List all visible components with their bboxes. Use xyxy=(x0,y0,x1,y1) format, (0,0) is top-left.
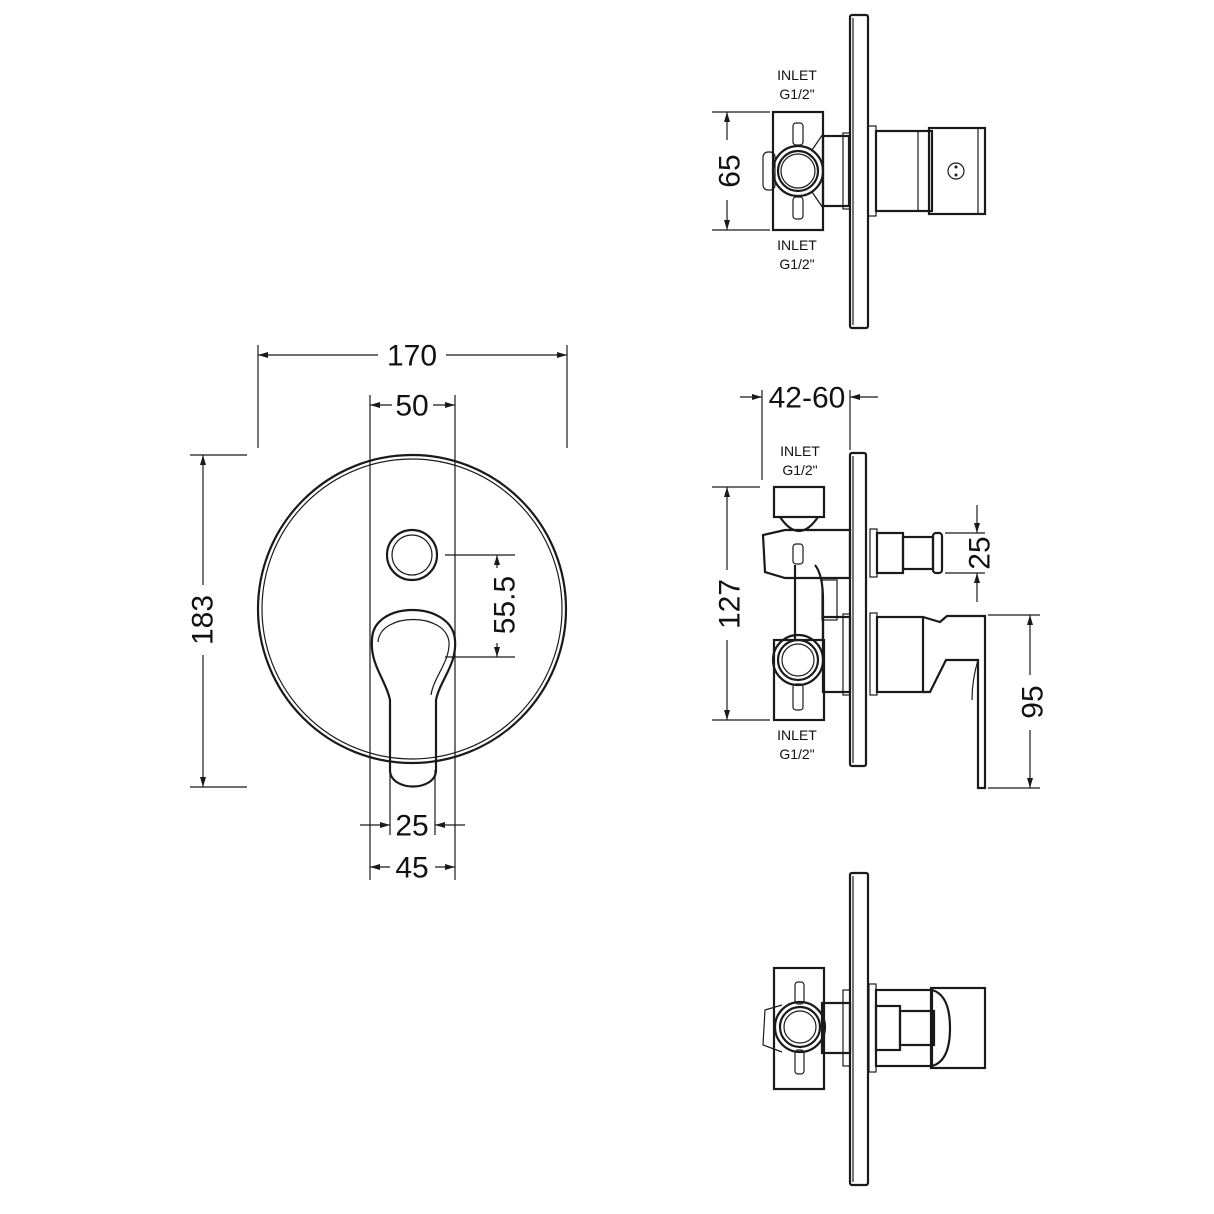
dim-label: 45 xyxy=(395,852,428,885)
dim-label: 25 xyxy=(964,536,997,569)
dim-55-5: 55.5 xyxy=(445,554,522,658)
dim-45: 45 xyxy=(370,852,455,885)
dim-127: 127 xyxy=(712,486,770,721)
dim-25-front: 25 xyxy=(360,770,465,843)
dim-label: 25 xyxy=(395,810,428,843)
front-view: 170 50 183 55.5 xyxy=(187,340,568,885)
dim-95: 95 xyxy=(988,614,1050,789)
top-view: 65 INLET G1/2" INLET G1/2" xyxy=(712,13,987,330)
dim-42-60: 42-60 xyxy=(740,382,878,480)
cover-plate xyxy=(256,453,568,765)
lever-handle xyxy=(370,609,457,788)
inlet-label: INLET xyxy=(777,237,817,253)
inlet-label: INLET xyxy=(777,67,817,83)
inlet-size-label: G1/2" xyxy=(779,746,814,762)
dim-label: 55.5 xyxy=(489,576,522,634)
dim-65: 65 xyxy=(712,111,770,231)
dim-label: 42-60 xyxy=(769,382,846,415)
bottom-view xyxy=(762,871,987,1187)
dim-170: 170 xyxy=(257,340,568,448)
inlet-size-label: G1/2" xyxy=(779,256,814,272)
inlet-label: INLET xyxy=(777,727,817,743)
dim-label: 65 xyxy=(714,154,747,187)
inlet-size-label: G1/2" xyxy=(779,86,814,102)
dim-183: 183 xyxy=(187,454,247,788)
diverter-button xyxy=(385,528,439,582)
cover-plate xyxy=(848,451,868,768)
inlet-size-label: G1/2" xyxy=(782,462,817,478)
inlet-label: INLET xyxy=(780,443,820,459)
dim-label: 95 xyxy=(1017,685,1050,718)
dim-25-side: 25 xyxy=(945,505,997,602)
dim-label: 183 xyxy=(187,595,220,645)
side-view: 42-60 127 25 95 INLET G1/2" INLET G1/2" xyxy=(712,382,1050,790)
dim-label: 127 xyxy=(714,579,747,629)
dim-label: 170 xyxy=(387,340,437,373)
dim-label: 50 xyxy=(395,390,428,423)
top-inlet xyxy=(772,485,826,519)
dim-50: 50 xyxy=(369,390,456,880)
